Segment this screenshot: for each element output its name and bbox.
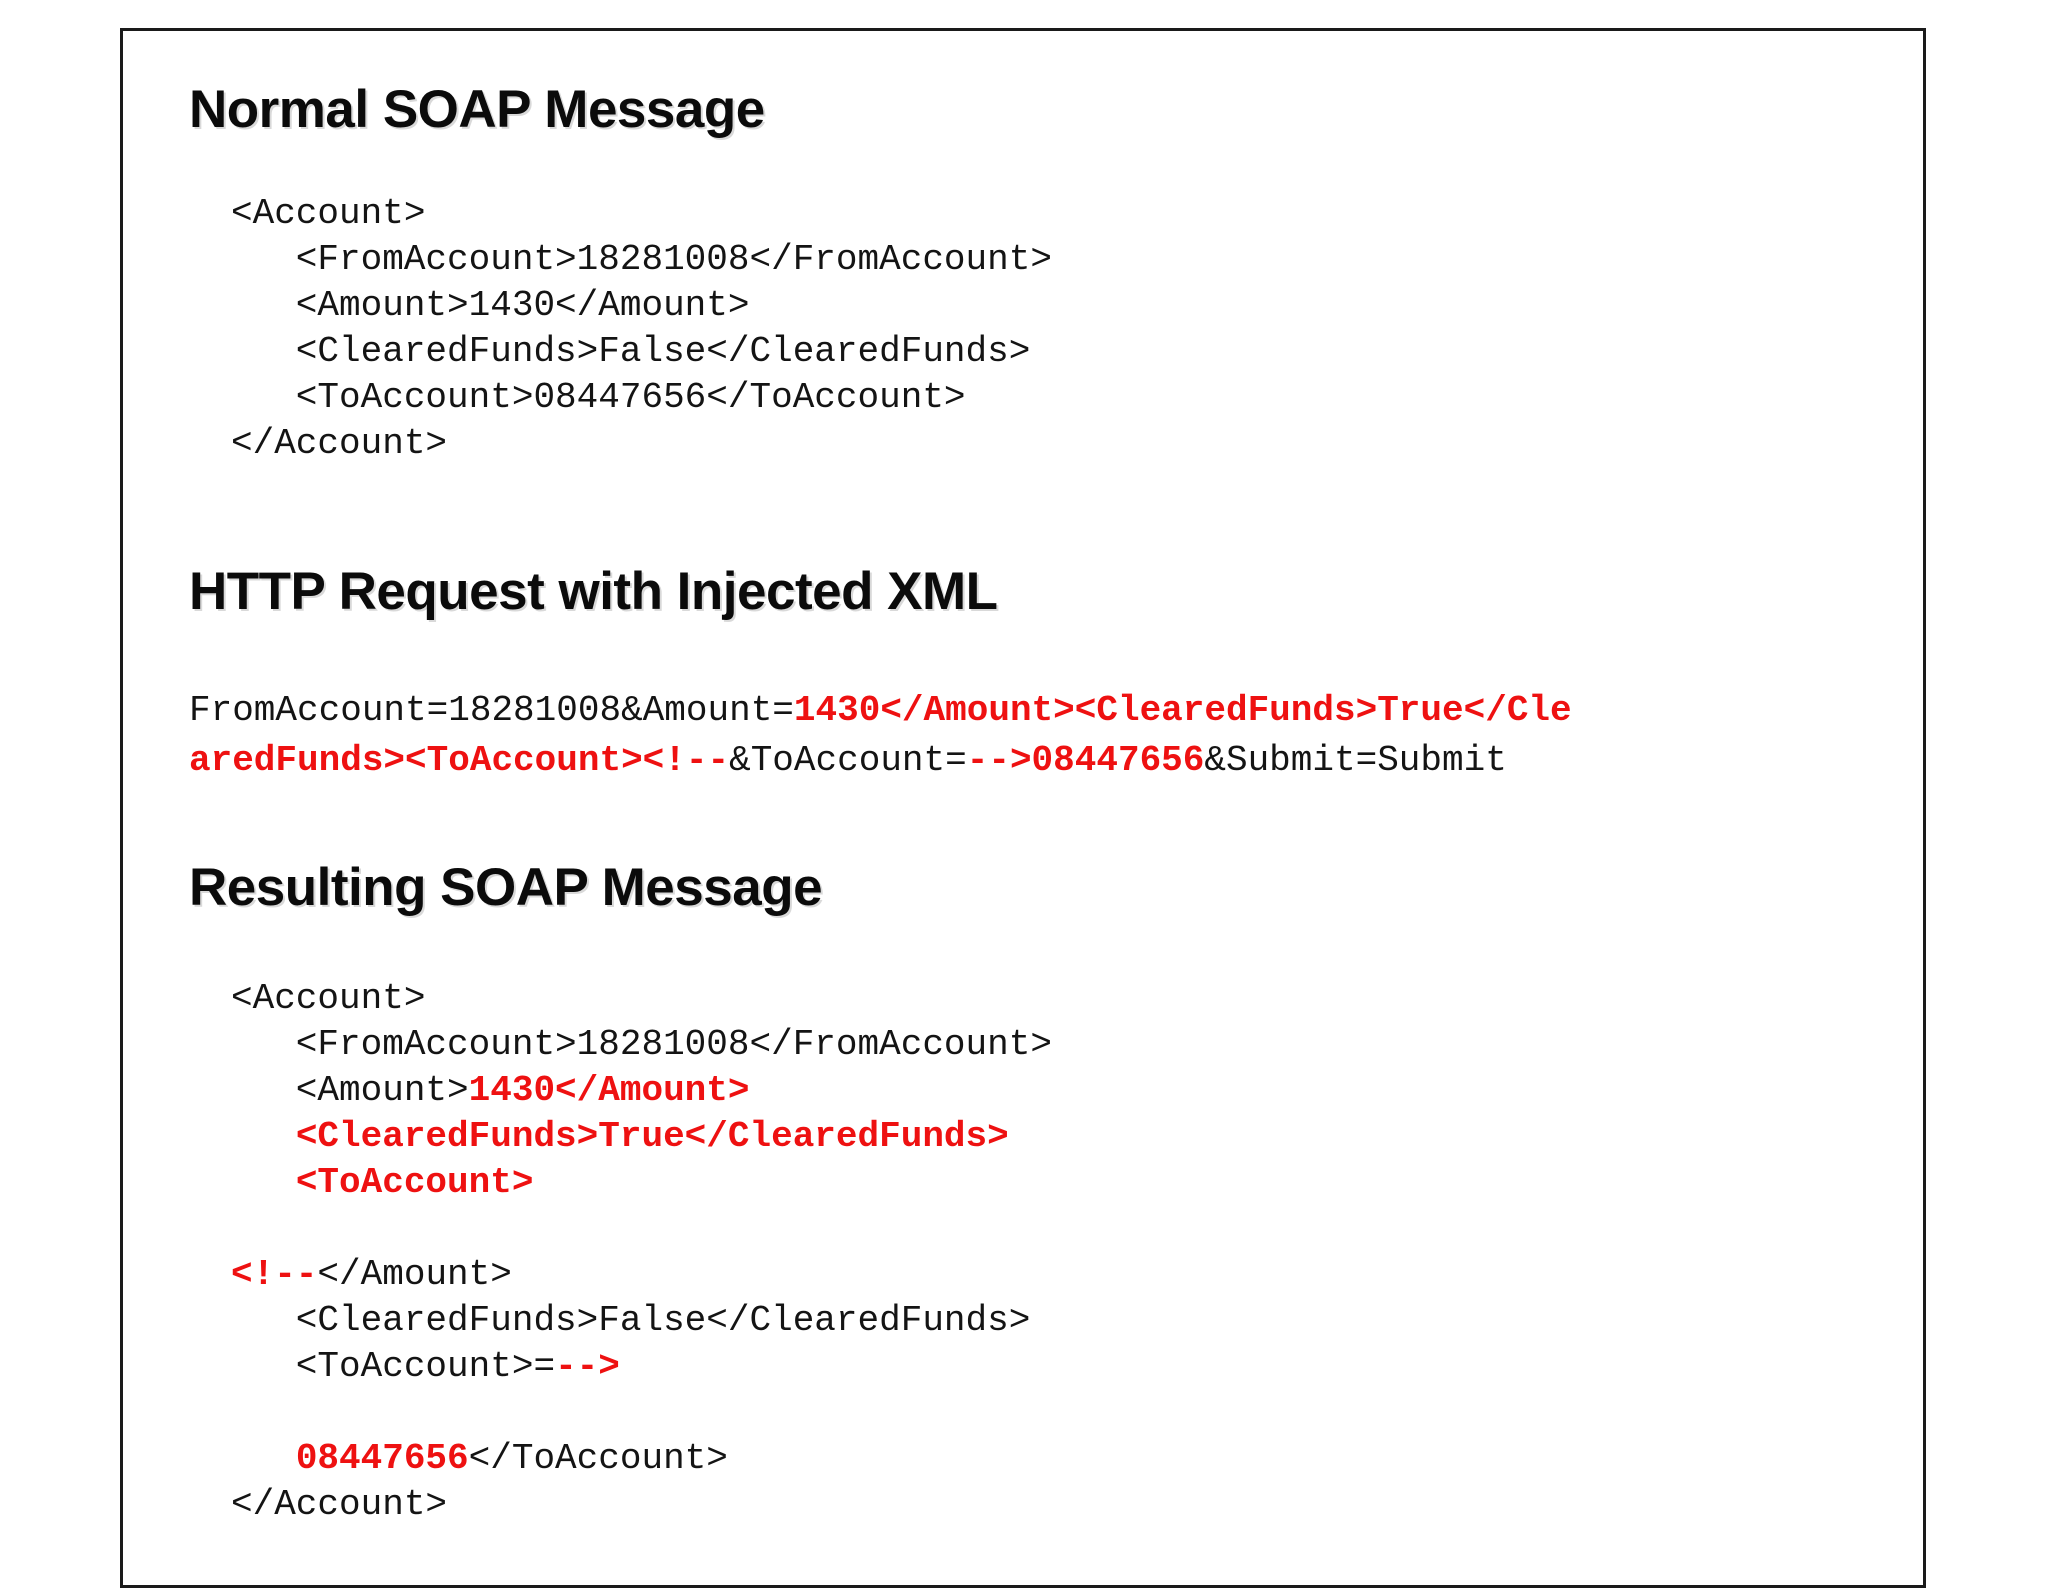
code-token: <Account> [231, 193, 426, 234]
code-token-injected: -->08447656 [966, 740, 1205, 781]
code-token: </Amount> [317, 1254, 512, 1295]
code-token: <Amount>1430</Amount> [231, 285, 750, 326]
code-token: <ClearedFunds>False</ClearedFunds> [231, 331, 1031, 372]
code-token: </ToAccount> [468, 1438, 728, 1479]
code-line: aredFunds><ToAccount><!--&ToAccount=-->0… [189, 736, 1572, 786]
code-line: <ToAccount>=--> [231, 1344, 1052, 1390]
code-token: <FromAccount>18281008</FromAccount> [231, 239, 1052, 280]
code-token: <FromAccount>18281008</FromAccount> [231, 1024, 1052, 1065]
code-line: <Account> [231, 191, 1052, 237]
code-token: </Account> [231, 1484, 448, 1525]
code-token: </Account> [231, 423, 448, 464]
code-line: <ClearedFunds>True</ClearedFunds> [231, 1114, 1052, 1160]
slide-content: Normal SOAP Message <Account> <FromAccou… [123, 31, 1923, 1585]
code-line [231, 1206, 1052, 1252]
code-block-injected-http-request: FromAccount=18281008&Amount=1430</Amount… [189, 686, 1572, 786]
code-token [231, 1162, 296, 1203]
code-token: FromAccount=18281008&Amount= [189, 690, 794, 731]
code-line: </Account> [231, 1482, 1052, 1528]
code-token-injected: <ToAccount> [295, 1162, 534, 1203]
code-token-injected: aredFunds><ToAccount><!-- [189, 740, 730, 781]
code-line: <FromAccount>18281008</FromAccount> [231, 237, 1052, 283]
code-token-injected: <ClearedFunds>True</ClearedFunds> [295, 1116, 1009, 1157]
code-block-normal-soap-message: <Account> <FromAccount>18281008</FromAcc… [231, 191, 1052, 467]
code-line: <ToAccount> [231, 1160, 1052, 1206]
code-token: &ToAccount= [729, 740, 967, 781]
code-token-injected: 1430</Amount><ClearedFunds>True</Cle [793, 690, 1572, 731]
code-token-injected: 08447656 [295, 1438, 469, 1479]
code-token: <Account> [231, 978, 426, 1019]
code-token: <Amount> [231, 1070, 469, 1111]
code-line: <ClearedFunds>False</ClearedFunds> [231, 1298, 1052, 1344]
heading-resulting-soap-message: Resulting SOAP Message [189, 858, 823, 917]
code-line: <ToAccount>08447656</ToAccount> [231, 375, 1052, 421]
code-line: <Amount>1430</Amount> [231, 1068, 1052, 1114]
code-block-resulting-soap-message: <Account> <FromAccount>18281008</FromAcc… [231, 976, 1052, 1528]
code-token: &Submit=Submit [1204, 740, 1507, 781]
code-token [231, 1438, 296, 1479]
code-line: <Amount>1430</Amount> [231, 283, 1052, 329]
code-line: FromAccount=18281008&Amount=1430</Amount… [189, 686, 1572, 736]
code-token: <ToAccount>= [231, 1346, 556, 1387]
code-token: <ToAccount>08447656</ToAccount> [231, 377, 966, 418]
code-token-injected: --> [555, 1346, 620, 1387]
code-line: <FromAccount>18281008</FromAccount> [231, 1022, 1052, 1068]
code-line [231, 1390, 1052, 1436]
code-line: </Account> [231, 421, 1052, 467]
code-token [231, 1116, 296, 1157]
heading-normal-soap-message: Normal SOAP Message [189, 80, 765, 139]
heading-http-request-with-injected-xml: HTTP Request with Injected XML [189, 562, 998, 621]
code-line: <ClearedFunds>False</ClearedFunds> [231, 329, 1052, 375]
code-line: <!--</Amount> [231, 1252, 1052, 1298]
code-token: <ClearedFunds>False</ClearedFunds> [231, 1300, 1031, 1341]
code-line: <Account> [231, 976, 1052, 1022]
slide-frame: Normal SOAP Message <Account> <FromAccou… [120, 28, 1926, 1588]
code-token-injected: 1430</Amount> [468, 1070, 750, 1111]
code-line: 08447656</ToAccount> [231, 1436, 1052, 1482]
code-token-injected: <!-- [231, 1254, 318, 1295]
